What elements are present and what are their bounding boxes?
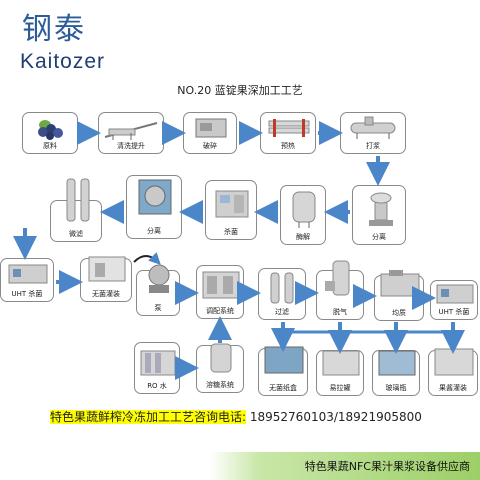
step-pump: 泵	[136, 264, 180, 316]
curved-arrow	[133, 252, 161, 265]
step-sugar-dissolve: 溶糖系统	[196, 343, 244, 393]
uht-image	[436, 284, 474, 304]
brand-name-cn: 钢泰	[22, 12, 86, 47]
step-sterilize-1: 杀菌	[205, 180, 257, 240]
step-label: 清洗提升	[117, 142, 145, 150]
ro-water-image	[140, 350, 176, 376]
step-label: 分离	[147, 227, 161, 235]
step-label: 原料	[43, 142, 57, 150]
diagram-title: NO.20 蓝锭果深加工工艺	[177, 84, 303, 97]
step-crush: 破碎	[183, 112, 237, 154]
step-label: 脱气	[333, 308, 347, 316]
step-pulping: 打浆	[340, 112, 406, 154]
step-microfilter: 微滤	[50, 178, 102, 242]
step-ro-water: RO 水	[134, 342, 180, 394]
step-label: 分离	[372, 233, 386, 241]
supplier-banner-text: 特色果蔬NFC果汁果浆设备供应商	[304, 460, 470, 473]
microfilter-image	[66, 178, 90, 222]
step-enzymolysis: 酶解	[280, 185, 326, 245]
consult-label: 特色果蔬鲜榨冷冻加工工艺咨询电话:	[50, 410, 247, 424]
sterilizer-image	[215, 190, 249, 218]
filler-image	[88, 256, 126, 282]
can-filler-image	[322, 350, 360, 376]
step-label: 微滤	[69, 230, 83, 238]
step-label: 无菌灌装	[92, 290, 120, 298]
consult-numbers: 18952760103/18921905800	[249, 410, 422, 424]
step-label: 泵	[154, 304, 162, 312]
step-label: UHT 杀菌	[11, 290, 43, 298]
enzyme-tank-image	[292, 191, 316, 228]
step-label: 预热	[281, 142, 295, 150]
step-label: 果酱灌装	[439, 384, 467, 392]
step-label: 打浆	[366, 142, 380, 150]
homogenizer-image	[380, 270, 420, 297]
pump-image	[148, 264, 170, 293]
step-label: UHT 杀菌	[438, 308, 470, 316]
step-label: 过滤	[275, 308, 289, 316]
sugar-tank-image	[210, 343, 232, 373]
separator-image	[138, 179, 172, 215]
filter-image	[270, 272, 294, 304]
bottle-filler-image	[378, 350, 416, 376]
blending-tank-image	[202, 271, 240, 299]
step-label: 溶糖系统	[206, 381, 234, 389]
step-label: 杀菌	[224, 228, 238, 236]
brand-name-en: Kaitozer	[20, 50, 106, 73]
step-degas: 脱气	[316, 260, 364, 320]
step-glass-bottle: 玻璃瓶	[372, 350, 420, 396]
step-separate-1: 分离	[352, 185, 406, 245]
step-label: 均质	[392, 309, 406, 317]
uht-image	[8, 264, 48, 284]
step-label: 调配系统	[206, 307, 234, 315]
step-aseptic-fill-1: 无菌灌装	[80, 256, 132, 302]
step-label: 玻璃瓶	[385, 384, 407, 392]
supplier-banner: 特色果蔬NFC果汁果浆设备供应商	[210, 452, 480, 480]
step-separate-2: 分离	[126, 175, 182, 239]
step-label: 酶解	[296, 233, 310, 241]
washer-image	[104, 122, 158, 140]
step-label: 易拉罐	[329, 384, 351, 392]
step-label: 无菌纸盒	[269, 384, 297, 392]
crusher-image	[195, 118, 227, 138]
step-can: 易拉罐	[316, 350, 364, 396]
separator-image	[369, 192, 393, 226]
degasser-image	[325, 260, 350, 296]
pulper-image	[350, 116, 396, 139]
step-uht-sterilize-1: UHT 杀菌	[0, 258, 54, 302]
step-label: RO 水	[147, 382, 167, 390]
step-raw-material: 原料	[22, 112, 78, 154]
preheater-image	[268, 119, 310, 137]
step-jam-fill: 果酱灌装	[428, 348, 478, 396]
blueberry-image	[38, 120, 63, 140]
step-label: 破碎	[203, 142, 217, 150]
consult-phone-line: 特色果蔬鲜榨冷冻加工工艺咨询电话: 18952760103/1892190580…	[50, 408, 422, 425]
